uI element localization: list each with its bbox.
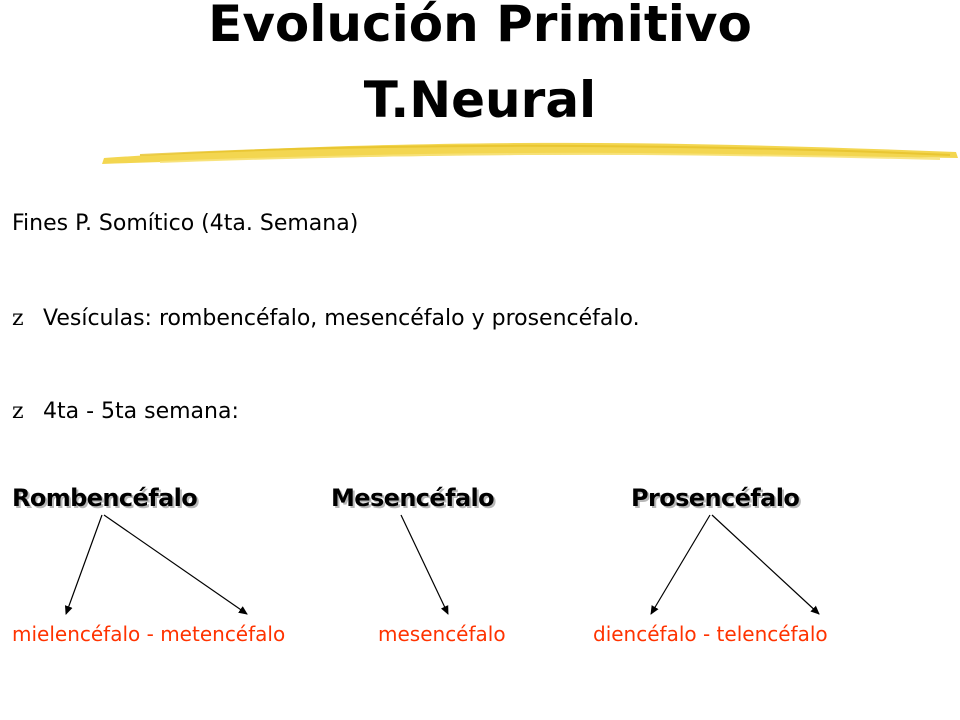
arrow-prosencefalo-to-diencefalo [650,514,711,615]
slide-title-line1: Evolución Primitivo [208,0,752,53]
arrow-rombencefalo-to-mielencefalo [64,514,103,615]
heading-prosencefalo-shadow: Prosencéfalo [633,486,802,514]
bullet-glyph-2: z [12,399,24,424]
bullet-glyph-1: z [12,306,24,331]
derivative-rombencefalo: mielencéfalo - metencéfalo [12,622,286,646]
bullet-text-vesiculas: Vesículas: rombencéfalo, mesencéfalo y p… [43,306,640,331]
slide-title-line2: T.Neural [363,71,597,129]
heading-mesencefalo-label: Mesencéfalo [331,484,495,512]
bullet-text-semana: 4ta - 5ta semana: [43,399,239,424]
arrow-rombencefalo-to-metencefalo [103,514,248,615]
heading-rombencefalo-label: Rombencéfalo [12,484,198,512]
slide-title: Evolución Primitivo T.Neural [0,0,960,138]
heading-mesencefalo: Mesencéfalo Mesencéfalo [331,484,497,514]
derivative-mesencefalo: mesencéfalo [378,622,506,646]
arrow-prosencefalo-to-telencefalo [711,514,820,615]
heading-prosencefalo-label: Prosencéfalo [631,484,800,512]
intro-text: Fines P. Somítico (4ta. Semana) [12,211,359,236]
derivative-prosencefalo: diencéfalo - telencéfalo [593,622,828,646]
arrow-mesencefalo-to-mesencefalo [400,514,449,615]
heading-mesencefalo-shadow: Mesencéfalo [333,486,497,514]
heading-rombencefalo-shadow: Rombencéfalo [14,486,200,514]
heading-rombencefalo: Rombencéfalo Rombencéfalo [12,484,200,514]
title-underline-stroke [102,142,958,164]
heading-prosencefalo: Prosencéfalo Prosencéfalo [631,484,802,514]
